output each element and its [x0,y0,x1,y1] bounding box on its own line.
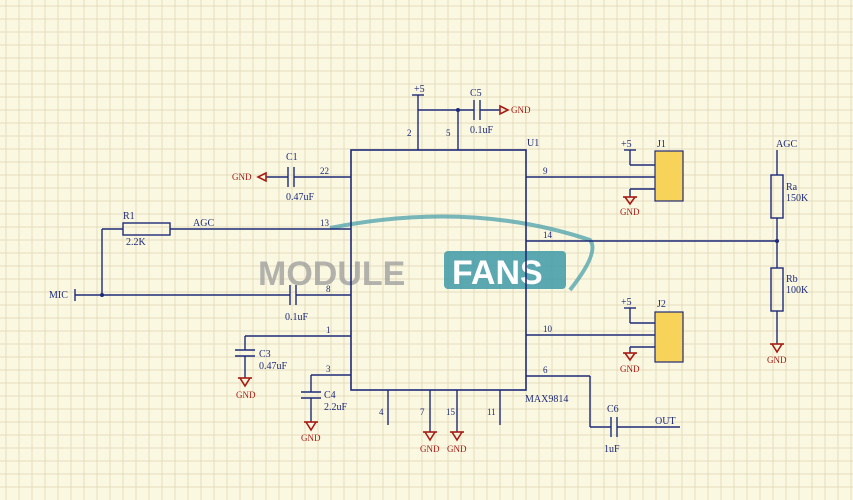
pin-4: 4 [379,407,384,417]
pin-1: 1 [326,325,331,335]
watermark-badge [444,251,566,289]
connector-j1 [654,150,684,202]
left-pin-1: GND C3 0.47uF 1 [235,325,351,400]
c1-value: 0.47uF [286,192,315,203]
watermark: MODULE FANS [258,214,595,293]
c5-ref: C5 [470,88,482,99]
c5-value: 0.1uF [470,125,494,136]
gnd-j2: GND [620,364,640,374]
gnd-c4: GND [301,433,321,443]
top-supply: +5 GND C5 0.1uF 2 5 [407,84,531,150]
left-pin-8: MIC 0.1uF 8 [49,284,351,323]
pin-22: 22 [320,166,329,176]
gnd-top: GND [511,105,531,115]
watermark-right-text: FANS [452,254,543,292]
right-pin-14: 14 AGC Ra 150K Rb 100K GND [526,139,809,365]
pin-15: 15 [446,407,456,417]
pin-9: 9 [543,166,548,176]
r1-ref: R1 [123,211,135,222]
rb-value: 100K [786,285,809,296]
pin-3: 3 [326,364,331,374]
ra-ref: Ra [786,182,798,193]
gnd-pin15: GND [447,444,467,454]
pin-7: 7 [420,407,425,417]
pin-8: 8 [326,284,331,294]
watermark-left-text: MODULE [258,255,405,293]
pin-14: 14 [543,230,553,240]
r1-value: 2.2K [126,237,147,248]
c3-ref: C3 [259,349,271,360]
c6-ref: C6 [607,404,619,415]
left-pin-3: GND C4 2.2uF 3 [301,364,351,443]
pin-5: 5 [446,128,451,138]
pin-13: 13 [320,218,330,228]
gnd-pin7: GND [420,444,440,454]
right-pin-9: 9 +5 GND J1 [526,139,684,217]
right-pin-10: 10 +5 GND J2 [526,297,684,374]
pin-2: 2 [407,128,412,138]
watermark-swoosh [329,214,595,292]
vcc-top-label: +5 [414,84,425,95]
chip-body [350,149,527,391]
c4-value: 2.2uF [324,402,348,413]
j2-ref: J2 [657,299,666,310]
c1-ref: C1 [286,152,298,163]
left-pin-13: R1 2.2K AGC 13 [101,211,351,295]
pin-6: 6 [543,365,548,375]
pin-10: 10 [543,324,553,334]
gnd-rb: GND [767,355,787,365]
rb-ref: Rb [786,274,798,285]
mic-label: MIC [49,290,68,301]
chip-part: MAX9814 [525,394,568,405]
c4-ref: C4 [324,390,336,401]
out-label: OUT [655,416,676,427]
c3-value: 0.47uF [259,361,288,372]
agc-left-label: AGC [193,218,214,229]
bottom-pins: 4 GND 7 GND 15 11 [379,390,501,454]
chip-u1: U1 MAX9814 [350,138,568,405]
j1-ref: J1 [657,139,666,150]
gnd-c3: GND [236,390,256,400]
agc-right-label: AGC [776,139,797,150]
right-pin-6: 6 C6 1uF OUT [526,365,680,455]
vcc-j1-label: +5 [621,139,632,150]
c-mic-value: 0.1uF [285,312,309,323]
connector-j2 [654,311,684,363]
pin-11: 11 [487,407,496,417]
left-pin-22: GND C1 0.47uF 22 [232,152,351,203]
gnd-c1: GND [232,172,252,182]
c6-value: 1uF [604,444,620,455]
gnd-j1: GND [620,207,640,217]
chip-ref: U1 [527,138,539,149]
ra-value: 150K [786,193,809,204]
vcc-j2-label: +5 [621,297,632,308]
